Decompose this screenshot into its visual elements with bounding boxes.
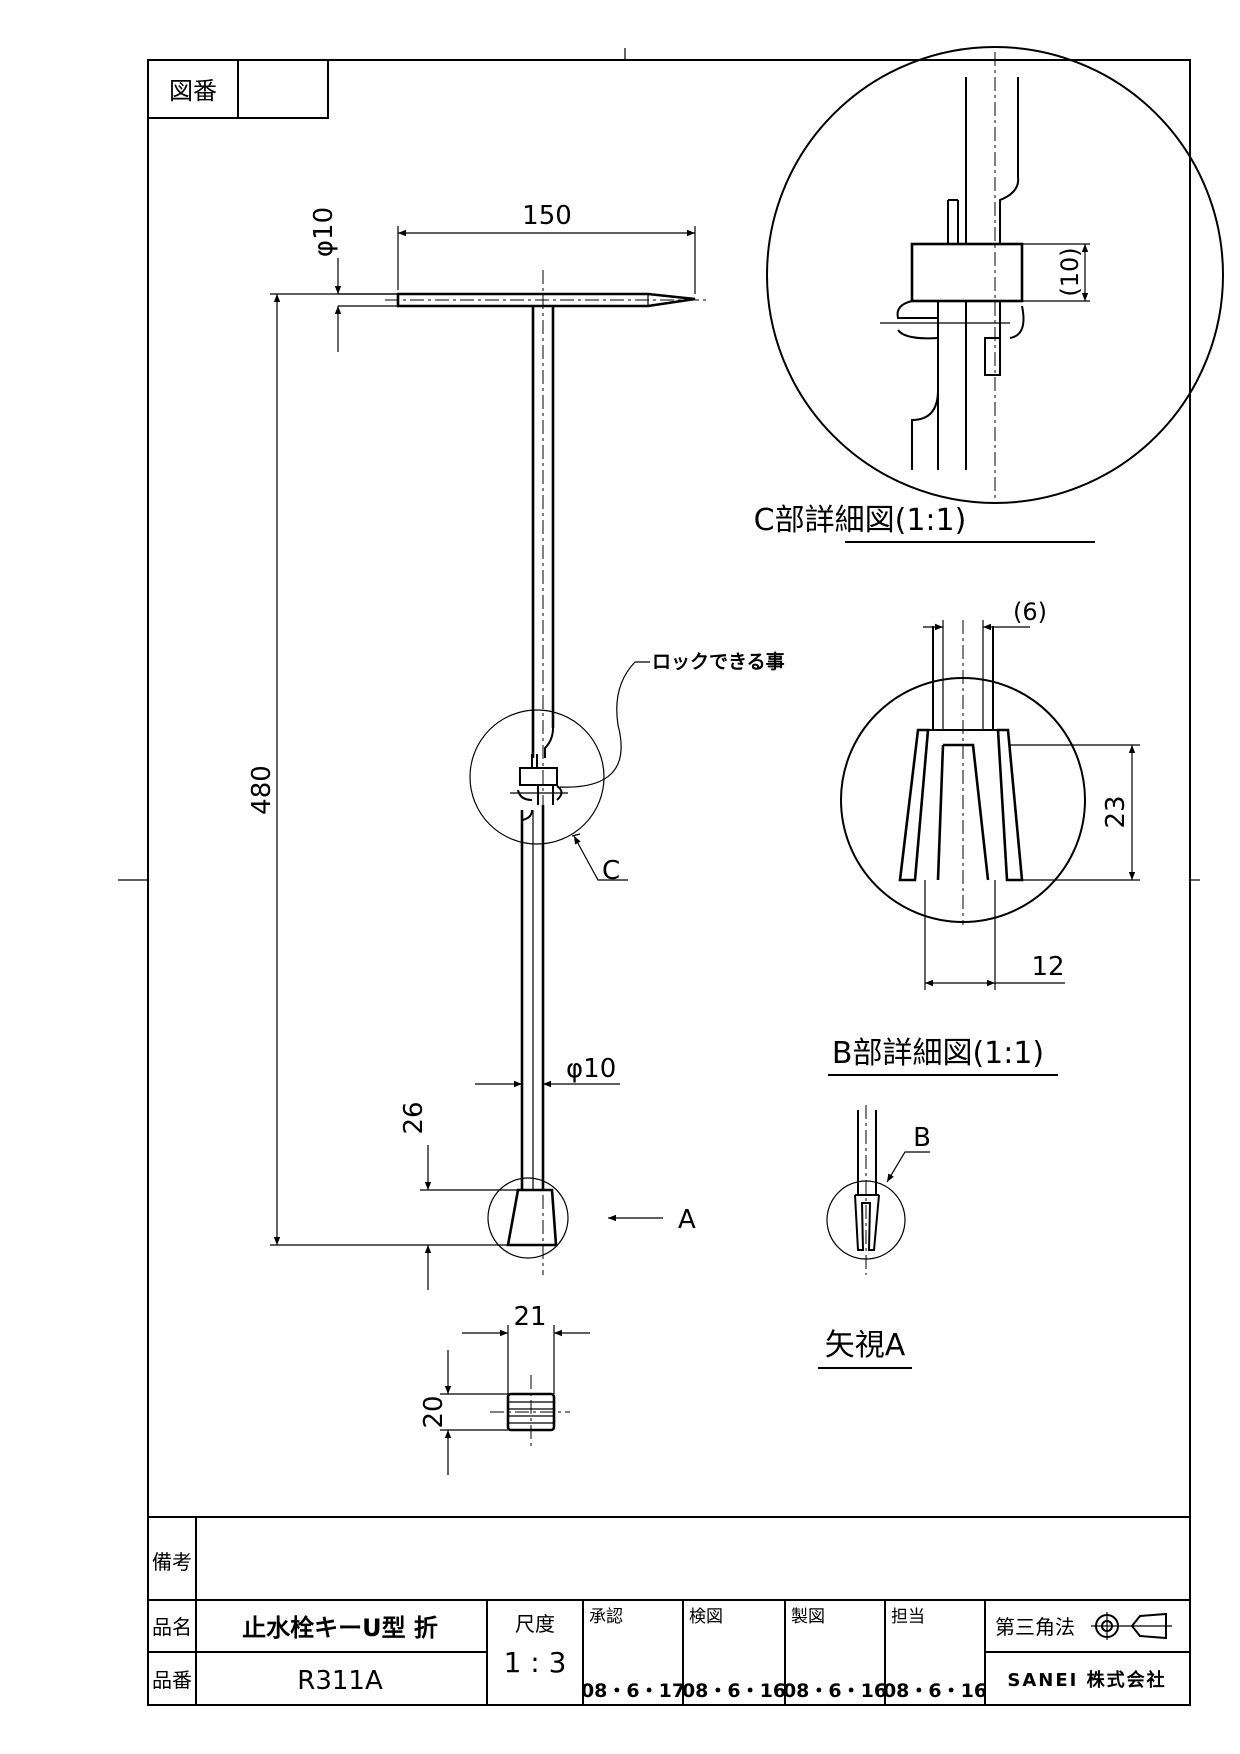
lock-note: ロックできる事	[559, 650, 785, 788]
view-a-label-b: B	[913, 1123, 931, 1153]
end-dim-20-text: 20	[419, 1395, 449, 1428]
scale-label: 尺度	[515, 1612, 555, 1636]
dim-phi10-handle-text: φ10	[309, 207, 339, 257]
detail-c-dim-10-text: (10)	[1056, 247, 1084, 296]
handle-bar	[385, 292, 708, 308]
checked-label: 検図	[689, 1607, 723, 1627]
dim-handle-length: 150	[397, 201, 696, 294]
dim-480-text: 480	[247, 765, 277, 815]
detail-b-title: B部詳細図(1:1)	[832, 1036, 1044, 1071]
dim-150-text: 150	[522, 201, 572, 231]
detail-c-circle	[469, 709, 605, 845]
checked-date: 08・6・16	[682, 1680, 786, 1702]
view-a-arrow: A	[608, 1205, 696, 1235]
label-a: A	[678, 1205, 696, 1235]
title-block: 備考 品名 止水栓キーU型 折 品番 R311A 尺度 1 : 3 承認 08・…	[148, 1516, 1190, 1705]
drawing-number-box: 図番	[147, 59, 329, 119]
remarks-label: 備考	[152, 1550, 192, 1574]
dim-phi10-shaft-text: φ10	[566, 1054, 616, 1084]
end-view: 21 20	[419, 1302, 590, 1475]
sheet-border	[118, 48, 1200, 1706]
part-no-label: 品番	[152, 1668, 192, 1692]
detail-c-title: C部詳細図(1:1)	[754, 503, 967, 538]
label-c-leader: C	[571, 833, 628, 886]
detail-b-circle	[487, 1177, 569, 1259]
main-view: 150 φ10 480 φ10 26	[247, 201, 785, 1290]
detail-b-dim-12-text: 12	[1031, 952, 1064, 982]
drawn-date: 08・6・16	[783, 1680, 887, 1702]
drawing-number-label: 図番	[169, 77, 217, 105]
detail-b-dim-6-text: (6)	[1013, 598, 1047, 626]
company-name: SANEI 株式会社	[1007, 1669, 1166, 1691]
lock-joint	[510, 754, 568, 821]
name-value: 止水栓キーU型 折	[242, 1614, 438, 1642]
drawn-label: 製図	[791, 1607, 825, 1627]
dim-26-text: 26	[399, 1101, 429, 1134]
charge-date: 08・6・16	[883, 1680, 987, 1702]
lock-note-text: ロックできる事	[652, 650, 785, 673]
dim-total-length: 480	[247, 293, 508, 1246]
dim-shaft-dia: φ10	[475, 1054, 620, 1088]
approved-date: 08・6・17	[581, 1680, 685, 1702]
third-angle-projection-icon	[1091, 1612, 1172, 1640]
charge-label: 担当	[891, 1607, 925, 1627]
approved-label: 承認	[589, 1607, 623, 1627]
dim-handle-dia: φ10	[309, 207, 398, 352]
detail-b-dim-23-text: 23	[1101, 795, 1131, 828]
detail-c: (10) C部詳細図(1:1)	[754, 46, 1224, 543]
label-c: C	[602, 856, 620, 886]
end-dim-21-text: 21	[513, 1302, 546, 1332]
dim-tip-length: 26	[399, 1101, 518, 1290]
shaft-lower	[520, 805, 545, 1190]
scale-value: 1 : 3	[504, 1646, 567, 1679]
projection-label: 第三角法	[995, 1615, 1075, 1639]
name-label: 品名	[152, 1615, 192, 1639]
part-no-value: R311A	[297, 1666, 383, 1696]
view-a-title: 矢視A	[825, 1328, 906, 1363]
view-a: B 矢視A	[818, 1105, 931, 1369]
detail-b: (6) 23 12 B部詳細図(1:1)	[828, 598, 1140, 1076]
tapered-tip	[506, 1188, 558, 1247]
